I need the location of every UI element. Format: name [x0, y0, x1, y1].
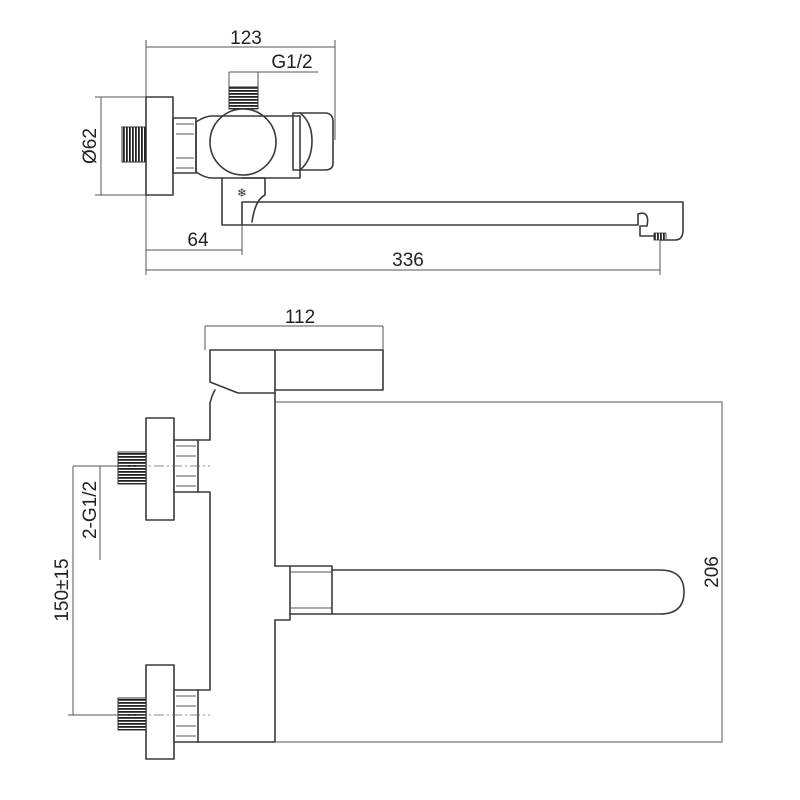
mixer-body — [195, 115, 301, 179]
aerator — [653, 232, 667, 241]
label-flange-diameter: Ø62 — [80, 128, 101, 164]
upper-inlet-thread — [117, 451, 147, 485]
dimension-flange-diameter: Ø62 — [80, 96, 146, 196]
lever-handle — [209, 349, 384, 391]
dimension-handle-width: 112 — [204, 307, 384, 350]
top-view: 123 G1/2 Ø62 — [80, 28, 684, 275]
hex-nut — [172, 117, 197, 174]
lower-hex-nut — [173, 689, 199, 743]
label-total-length: 336 — [392, 250, 424, 271]
top-inlet-thread — [228, 86, 259, 110]
label-handle-width: 112 — [285, 307, 315, 328]
lower-inlet-thread — [117, 697, 147, 731]
spout-side — [331, 569, 685, 615]
lower-wall-flange — [145, 664, 175, 760]
label-inlet-thread: G1/2 — [271, 52, 312, 73]
flow-icon: ❄ — [237, 186, 247, 200]
label-spout-height: 206 — [702, 556, 723, 588]
dimension-spout-offset: 64 — [146, 225, 243, 255]
label-center-distance: 150±15 — [52, 558, 73, 621]
spout-top — [241, 201, 684, 241]
dimension-overall-width: 123 — [145, 28, 336, 255]
dimension-center-distance: 150±15 — [52, 466, 118, 716]
dimension-inlet-thread: G1/2 — [228, 52, 318, 88]
outline-frame — [275, 401, 723, 743]
body-lower — [221, 177, 243, 226]
inlet-thread — [121, 126, 147, 163]
upper-wall-flange — [145, 417, 175, 521]
side-view: 112 2-G1/2 — [52, 307, 723, 760]
dimension-total-length: 336 — [145, 240, 661, 275]
dimension-spout-height: 206 — [702, 402, 723, 742]
diverter-knob — [292, 112, 334, 171]
label-overall-width: 123 — [230, 28, 262, 49]
label-spout-offset: 64 — [187, 230, 209, 251]
wall-flange — [145, 96, 174, 196]
label-inlet-threads: 2-G1/2 — [80, 481, 101, 539]
cartridge — [209, 108, 277, 176]
body-side — [196, 389, 276, 743]
spout-nut — [289, 565, 333, 615]
dimension-inlet-threads: 2-G1/2 — [73, 465, 118, 560]
